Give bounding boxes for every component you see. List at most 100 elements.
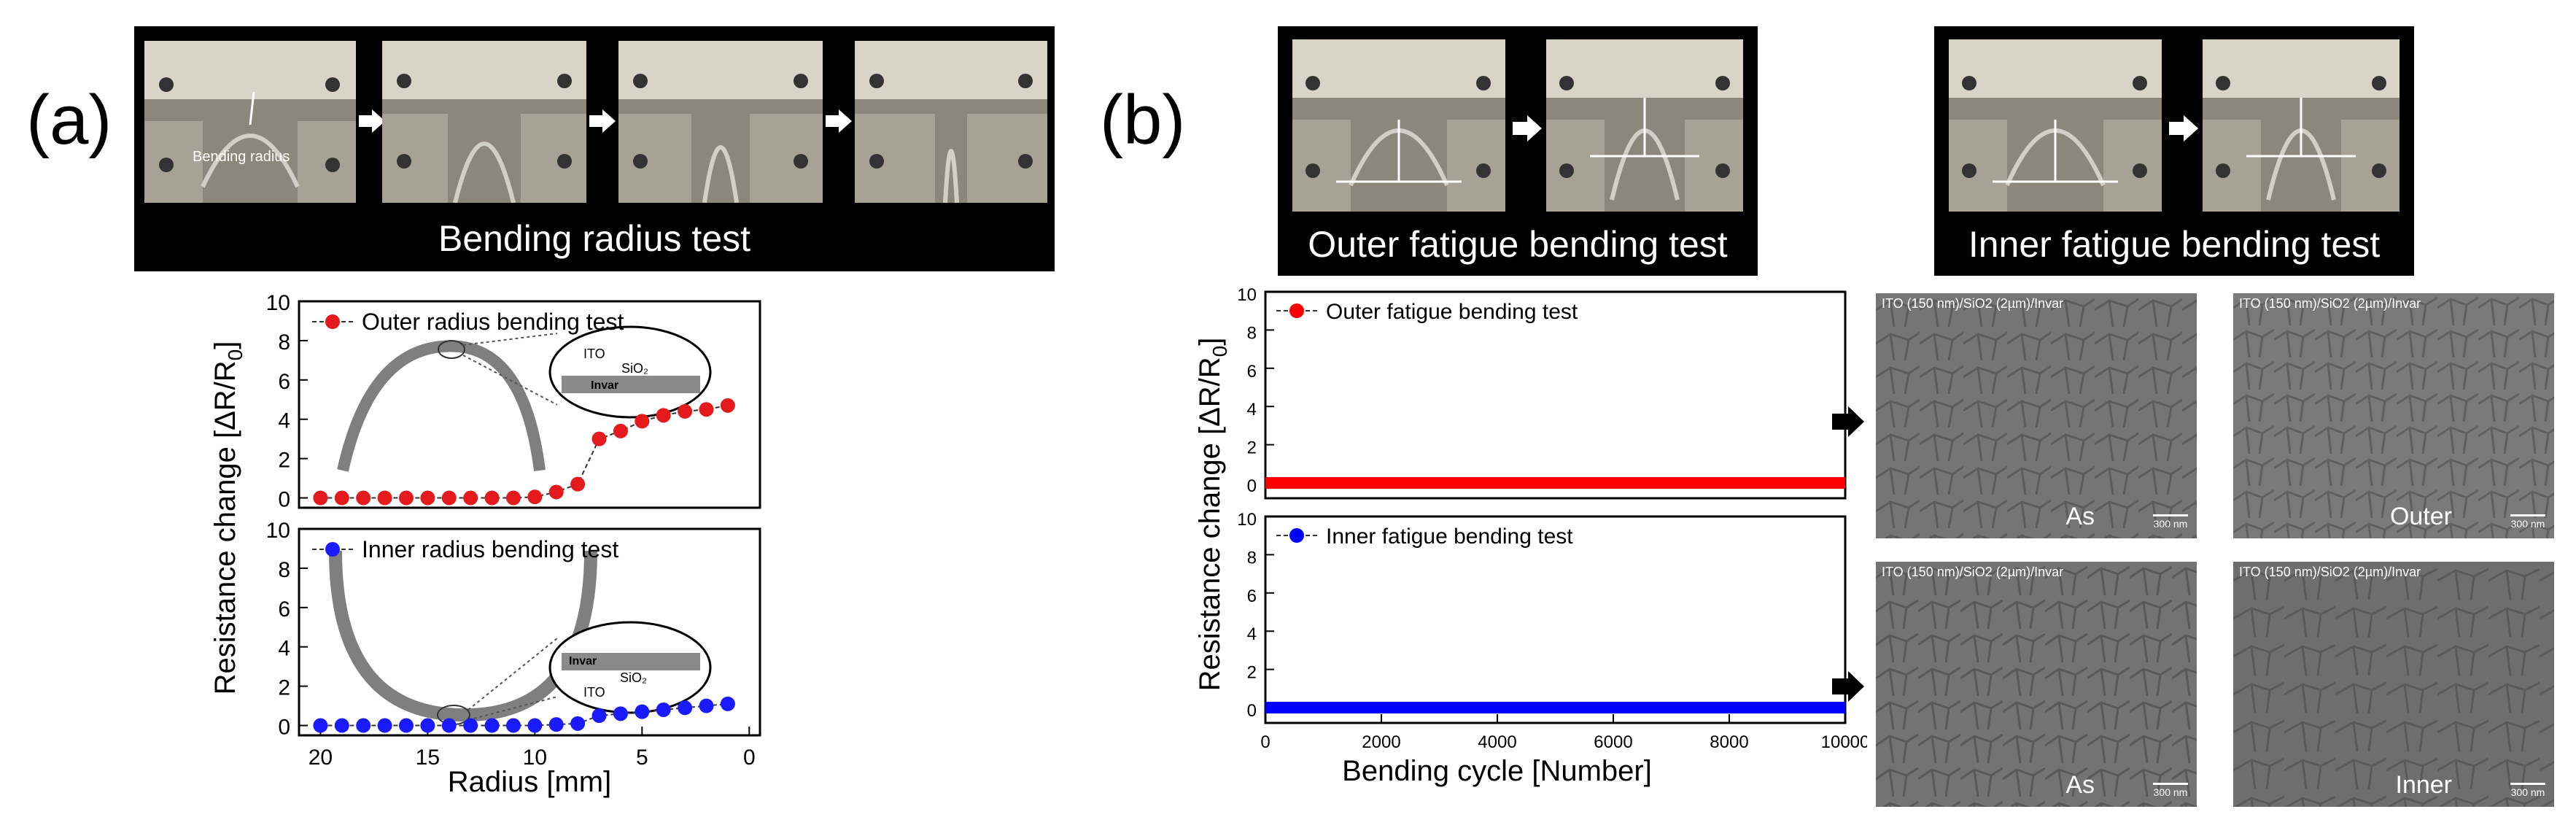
red-data-point xyxy=(678,403,693,419)
bending-photo-1 xyxy=(144,41,356,203)
red-data-point xyxy=(591,431,607,446)
x-tick-label: 10000 xyxy=(1821,732,1867,752)
red-data-point xyxy=(356,490,371,506)
inner-fatigue-photo-strip: Inner fatigue bending test xyxy=(1934,26,2414,276)
inner-fatigue-photo-2 xyxy=(2203,39,2400,212)
inset-label-sio2: SiO₂ xyxy=(620,670,647,685)
red-data-point xyxy=(720,398,735,413)
outer-fatigue-photo-1 xyxy=(1292,39,1505,212)
sem-corner-label: As xyxy=(2065,771,2095,799)
bending-photo-2 xyxy=(382,41,586,203)
sem-scale-text: 300 nm xyxy=(2153,518,2188,530)
bending-radius-photo-strip: Bending radius xyxy=(134,26,1055,271)
y-tick-label: 4 xyxy=(1247,624,1257,644)
x-tick-label: 6000 xyxy=(1594,732,1632,752)
bent-strip-outer xyxy=(337,340,546,472)
red-data-point xyxy=(635,414,650,429)
outer-fatigue-photo-2 xyxy=(1546,39,1743,212)
red-data-point xyxy=(548,484,564,500)
x-tick-label: 10 xyxy=(523,746,547,770)
bending-radius-test-title: Bending radius test xyxy=(438,218,751,259)
sem-image-as-inner: ITO (150 nm)/SiO2 (2µm)/Invar As 300 nm xyxy=(1876,562,2197,807)
red-data-point xyxy=(377,490,392,506)
sem-corner-label: Outer xyxy=(2389,503,2452,530)
blue-data-point xyxy=(398,718,414,733)
x-tick-label: 0 xyxy=(743,746,756,770)
inner-fatigue-title: Inner fatigue bending test xyxy=(1968,224,2381,265)
blue-data-point xyxy=(377,718,392,733)
x-tick-label: 2000 xyxy=(1362,732,1400,752)
blue-data-point xyxy=(678,700,693,716)
plot-frame xyxy=(1264,290,1847,500)
sem-caption: ITO (150 nm)/SiO2 (2µm)/Invar xyxy=(2239,565,2421,579)
panel-label-b: (b) xyxy=(1100,81,1186,159)
sem-scale-bar: 300 nm xyxy=(2153,783,2188,798)
blue-data-point xyxy=(548,717,564,732)
inset-label-invar: Invar xyxy=(569,655,597,667)
x-tick-label: 20 xyxy=(309,746,333,770)
outer-fatigue-band xyxy=(1265,477,1845,489)
arrow-right-icon xyxy=(359,109,385,133)
legend-inner-radius: Inner radius bending test xyxy=(362,536,618,562)
red-data-point xyxy=(613,423,628,438)
y-tick-label: 6 xyxy=(1247,587,1257,606)
red-data-point xyxy=(398,490,414,506)
panel-label-a: (a) xyxy=(26,81,112,159)
red-data-point xyxy=(656,408,671,423)
sem-scale-bar: 300 nm xyxy=(2153,514,2188,530)
blue-data-point xyxy=(334,718,349,733)
legend-marker xyxy=(1289,303,1304,318)
sem-image-outer: ITO (150 nm)/SiO2 (2µm)/Invar Outer 300 … xyxy=(2233,293,2554,538)
blue-data-point xyxy=(463,718,478,733)
inner-fatigue-photo-1 xyxy=(1949,39,2162,212)
zoom-circle xyxy=(438,340,465,359)
sem-image-as-outer: ITO (150 nm)/SiO2 (2µm)/Invar As 300 nm xyxy=(1876,293,2197,538)
y-axis-label: Resistance change [ΔR/R0] xyxy=(1194,338,1231,692)
y-tick-label: 0 xyxy=(1247,476,1257,496)
outer-fatigue-photo-strip: Outer fatigue bending test xyxy=(1278,26,1758,276)
red-data-point xyxy=(463,490,478,506)
blue-data-point xyxy=(699,698,714,713)
zoom-guide-line xyxy=(468,638,558,711)
y-tick-label: 6 xyxy=(1247,362,1257,382)
arrow-right-icon xyxy=(826,109,852,133)
x-tick-label: 15 xyxy=(416,746,440,770)
inset-layer-outer xyxy=(562,376,700,393)
x-axis-label: Bending cycle [Number] xyxy=(1342,755,1652,787)
y-tick-label: 2 xyxy=(1247,438,1257,458)
legend-inner-fatigue: Inner fatigue bending test xyxy=(1326,525,1573,549)
plot-frame xyxy=(1264,515,1847,724)
sem-caption: ITO (150 nm)/SiO2 (2µm)/Invar xyxy=(2239,296,2421,311)
y-tick-label: 4 xyxy=(278,637,290,661)
blue-data-point xyxy=(635,704,650,719)
red-data-point xyxy=(441,490,457,506)
inset-label-invar: Invar xyxy=(591,379,618,392)
legend-outer-fatigue: Outer fatigue bending test xyxy=(1326,300,1578,324)
blue-data-point xyxy=(356,718,371,733)
x-tick-label: 5 xyxy=(636,746,648,770)
y-tick-label: 10 xyxy=(1237,285,1257,305)
red-data-point xyxy=(484,490,500,506)
blue-data-point xyxy=(591,708,607,724)
blue-data-point xyxy=(441,718,457,733)
bending-radius-annotation: Bending radius xyxy=(193,149,290,165)
blue-data-point xyxy=(720,696,735,711)
inset-label-sio2: SiO₂ xyxy=(621,361,648,376)
sem-scale-text: 300 nm xyxy=(2510,518,2545,530)
outer-fatigue-title: Outer fatigue bending test xyxy=(1308,224,1728,265)
sem-scale-bar: 300 nm xyxy=(2510,514,2545,530)
y-tick-label: 4 xyxy=(1247,400,1257,419)
arrow-right-icon xyxy=(589,109,616,133)
blue-data-point xyxy=(484,718,500,733)
sem-scale-text: 300 nm xyxy=(2510,786,2545,798)
y-tick-label: 2 xyxy=(278,676,290,700)
inset-ellipse-outer xyxy=(548,325,712,419)
zoom-guide-line xyxy=(468,696,558,721)
inset-layer-inner xyxy=(562,653,700,670)
y-tick-label: 6 xyxy=(278,597,290,622)
zoom-guide-line xyxy=(462,355,558,406)
bending-photo-3 xyxy=(618,41,823,203)
blue-data-point xyxy=(527,718,543,733)
